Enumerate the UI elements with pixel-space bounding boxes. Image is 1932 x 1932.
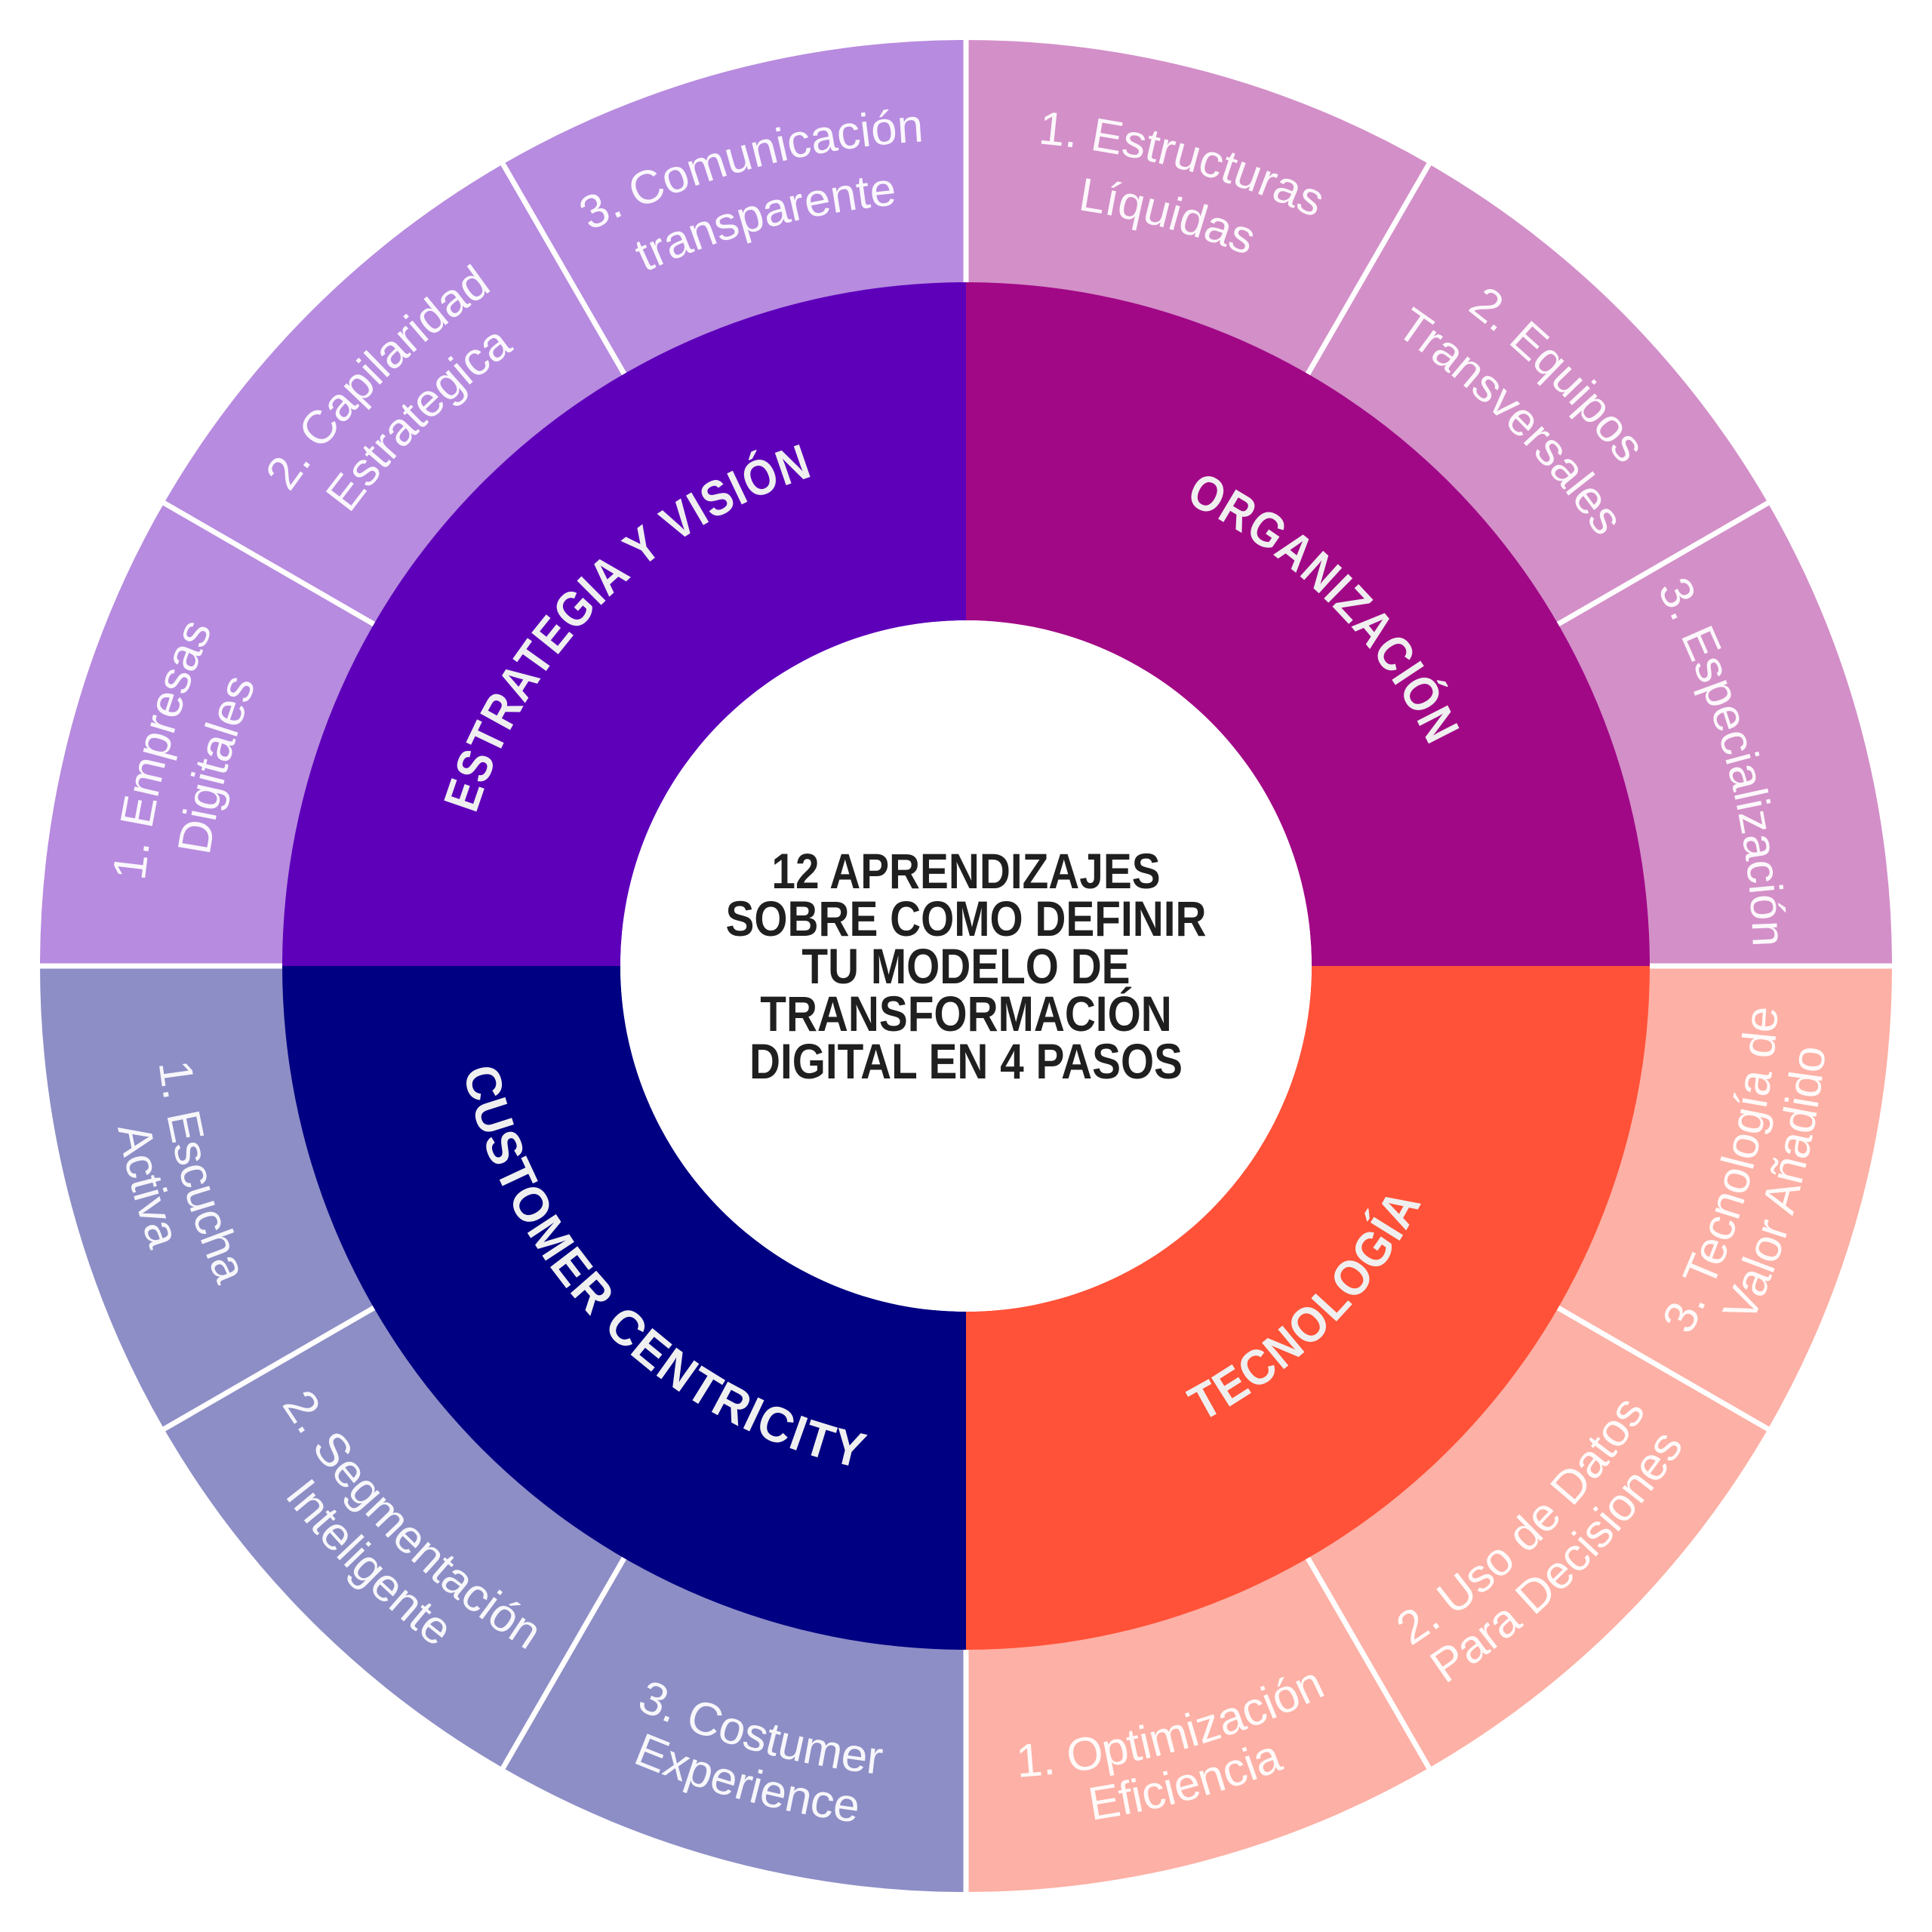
- segment-separator: [1556, 500, 1771, 627]
- center-title-line: DIGITAL EN 4 PASOS: [749, 1034, 1183, 1090]
- learning-segment: [1557, 966, 1892, 1429]
- center-disc: [620, 620, 1312, 1312]
- learning-segment: [503, 1557, 966, 1892]
- learning-segment: [1557, 503, 1892, 966]
- learning-segment: [40, 966, 375, 1429]
- pillar-segment-tecnologia: [966, 966, 1650, 1650]
- learning-segment: [966, 1557, 1429, 1892]
- inner-ring: [282, 282, 1650, 1650]
- center-title-line: TU MODELO DE: [801, 939, 1130, 995]
- learning-segment: [164, 1307, 625, 1768]
- segment-separator: [161, 500, 376, 627]
- center-title-line: SOBRE COMO DEFINIR: [726, 891, 1207, 947]
- segment-separator: [1305, 161, 1432, 376]
- center-title-line: TRANSFORMACIÓN: [760, 986, 1171, 1042]
- segment-separator: [161, 1305, 376, 1432]
- segment-separator: [1305, 1556, 1432, 1771]
- learning-segment: [39, 503, 375, 966]
- segment-separator: [500, 1556, 627, 1771]
- pillar-segment-estrategia: [282, 282, 966, 966]
- center-title: 12 APRENDIZAJES SOBRE COMO DEFINIR TU MO…: [726, 844, 1207, 1090]
- learning-segment: [1307, 1307, 1768, 1768]
- segment-separator: [500, 161, 627, 376]
- learning-segment: [966, 39, 1429, 375]
- learning-segment: [164, 164, 625, 625]
- outer-ring: [39, 39, 1892, 1892]
- learning-segment: [503, 40, 966, 375]
- segment-separators: [38, 38, 1894, 1894]
- pillar-segment-organizacion: [966, 282, 1650, 966]
- learning-segment: [1307, 164, 1768, 625]
- segment-separator: [1556, 1305, 1771, 1432]
- center-title-line: 12 APRENDIZAJES: [771, 844, 1160, 900]
- pillar-segment-customer: [282, 966, 966, 1650]
